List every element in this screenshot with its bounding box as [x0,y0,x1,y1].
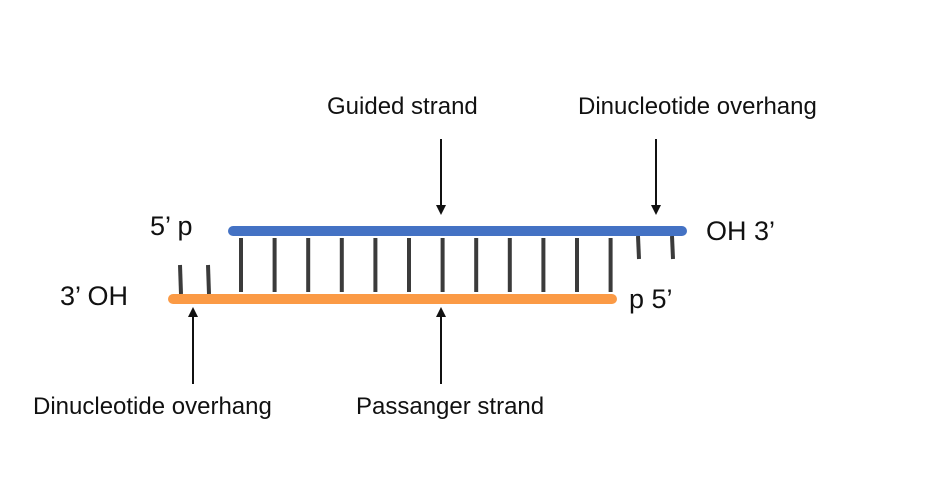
base-pair-lines [178,235,675,295]
passenger-strand-label: Passanger strand [356,393,545,420]
guided-overhang-base [670,235,675,260]
passenger-overhang-base [178,264,183,295]
passenger-overhang-base [206,264,211,295]
guided-3-prime-end-label: OH 3’ [706,216,776,246]
passenger-5-prime-end-label: p 5’ [629,284,673,314]
guided-strand-label: Guided strand [327,93,478,120]
guided-5-prime-end-label: 5’ p [150,211,193,241]
passenger-3-prime-end-label: 3’ OH [60,281,129,311]
guided-overhang-base [636,235,641,260]
dinucleotide-overhang-top-label: Dinucleotide overhang [578,93,817,120]
dinucleotide-overhang-bottom-label: Dinucleotide overhang [33,393,272,420]
